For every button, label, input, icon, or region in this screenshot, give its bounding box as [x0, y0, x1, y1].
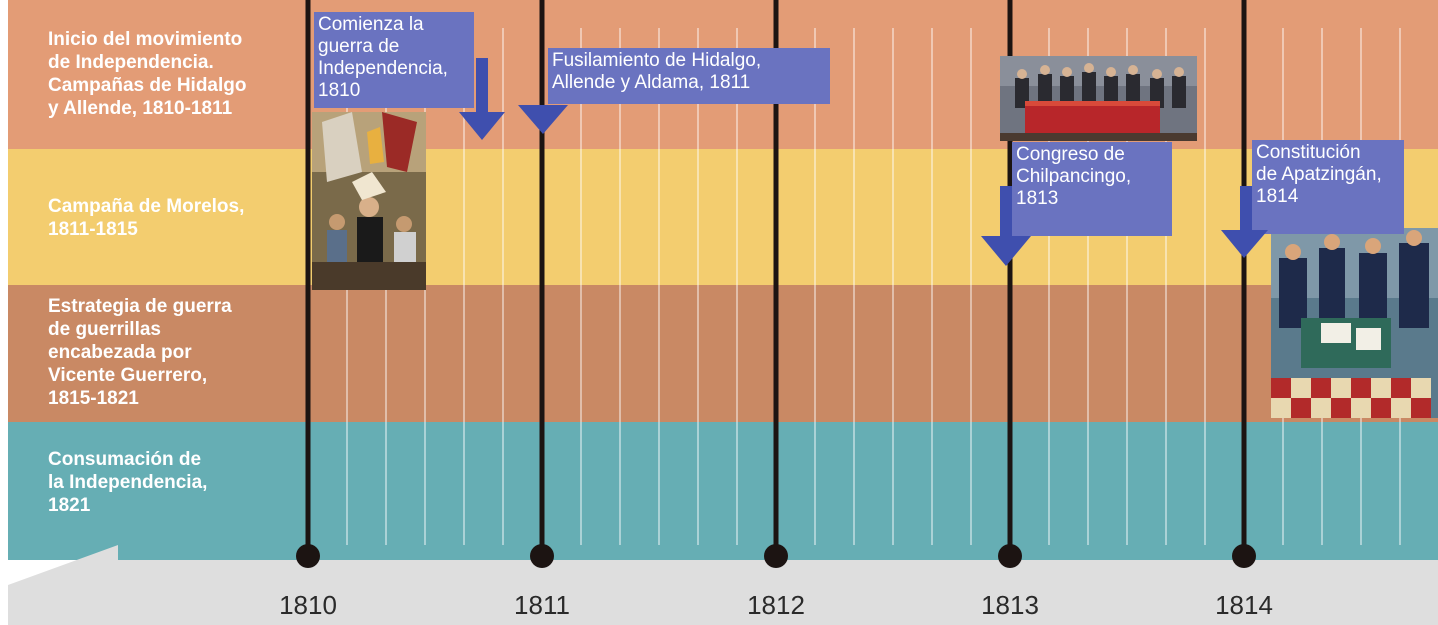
- event-callout-1814: Constitución de Apatzingán, 1814: [1252, 140, 1404, 234]
- timeline-arrow-bar: [8, 545, 1438, 625]
- year-label-1811: 1811: [514, 590, 570, 620]
- year-dot-1810: [296, 544, 320, 568]
- year-dot-1812: [764, 544, 788, 568]
- year-label-1813: 1813: [981, 590, 1039, 620]
- band-consumation: [8, 422, 1438, 560]
- band-label-morelos: Campaña de Morelos, 1811-1815: [48, 196, 245, 240]
- year-dot-1813: [998, 544, 1022, 568]
- battle-painting-icon: [312, 112, 426, 290]
- event-callout-1813: Congreso de Chilpancingo, 1813: [1012, 142, 1172, 236]
- year-label-1810: 1810: [279, 590, 337, 620]
- congress-painting-icon: [1000, 56, 1197, 141]
- event-callout-1811: Fusilamiento de Hidalgo, Allende y Aldam…: [548, 48, 830, 104]
- year-label-1814: 1814: [1215, 590, 1273, 620]
- band-label-guerrero: Estrategia de guerra de guerrillas encab…: [48, 296, 232, 409]
- band-morelos: [8, 149, 1438, 285]
- year-label-1812: 1812: [747, 590, 805, 620]
- year-dot-1814: [1232, 544, 1256, 568]
- constitution-painting-icon: [1271, 228, 1438, 418]
- band-label-consumation: Consumación de la Independencia, 1821: [48, 449, 208, 516]
- year-dot-1811: [530, 544, 554, 568]
- event-callout-1810: Comienza la guerra de Independencia, 181…: [314, 12, 474, 108]
- band-guerrero: [8, 285, 1438, 422]
- band-label-independence-start: Inicio del movimiento de Independencia. …: [48, 29, 247, 119]
